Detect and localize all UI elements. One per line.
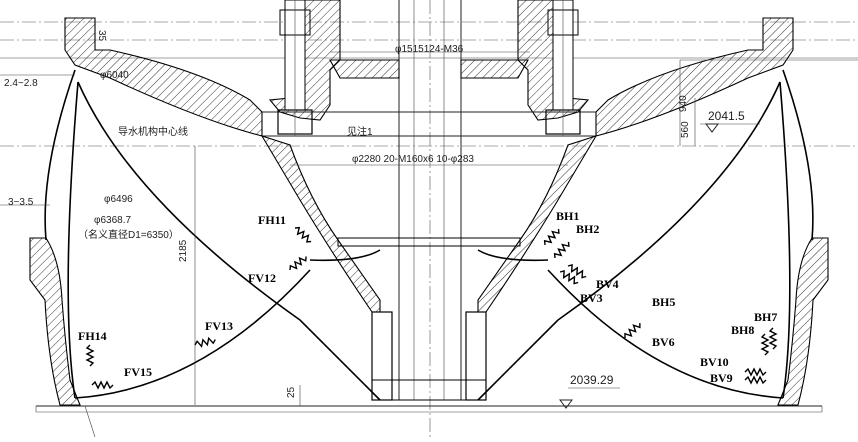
guide-center-line-label: 导水机构中心线 xyxy=(118,125,188,138)
sensor-fv12: FV12 xyxy=(248,271,276,285)
left-outer-band xyxy=(29,17,263,406)
elevation-top: 2041.5 xyxy=(708,109,745,123)
sensor-bh2: BH2 xyxy=(576,222,599,236)
nominal-diameter: （名义直径D1=6350） xyxy=(78,228,179,241)
sensor-fh14: FH14 xyxy=(78,329,107,343)
sensor-bv6: BV6 xyxy=(652,335,675,349)
sensor-marks xyxy=(85,226,778,390)
dim-2-4-2-8: 2.4~2.8 xyxy=(4,78,38,89)
dim-6040: φ6040 xyxy=(100,70,129,81)
note-1: 见注1 xyxy=(347,125,373,138)
runner-blades xyxy=(67,81,791,401)
dim-2185: 2185 xyxy=(178,239,189,262)
sensor-fh11: FH11 xyxy=(258,213,286,227)
dim-35: 35 xyxy=(96,30,107,42)
dim-2280: φ2280 20-M160x6 10-φ283 xyxy=(352,154,474,165)
dim-940: 940 xyxy=(678,95,689,112)
dimension-texts: φ6040 2.4~2.8 35 φ1515124-M36 见注1 导水机构中心… xyxy=(4,30,745,398)
sensor-fv13: FV13 xyxy=(205,319,233,333)
dim-bolt-circle: φ1515124-M36 xyxy=(395,44,464,55)
dim-6496: φ6496 xyxy=(104,194,133,205)
dim-560: 560 xyxy=(680,121,691,138)
right-outer-band xyxy=(595,17,829,406)
sensor-bv10: BV10 xyxy=(700,355,729,369)
sensor-bh1: BH1 xyxy=(556,209,579,223)
sensor-bh7: BH7 xyxy=(754,310,777,324)
dimension-lines xyxy=(0,51,858,409)
runner-cone xyxy=(260,135,598,401)
dim-3-3-5: 3~3.5 xyxy=(8,197,34,208)
main-shaft xyxy=(398,0,462,437)
bolt-left xyxy=(277,0,313,136)
elevation-bottom: 2039.29 xyxy=(570,373,614,387)
sensor-bv3: BV3 xyxy=(580,291,603,305)
sensor-bv4: BV4 xyxy=(596,277,619,291)
dim-6368: φ6368.7 xyxy=(94,215,132,226)
sensor-bh5: BH5 xyxy=(652,295,675,309)
base-line xyxy=(35,405,823,438)
sensor-fv15: FV15 xyxy=(124,365,152,379)
sensor-bh8: BH8 xyxy=(731,323,754,337)
sensor-labels: FH11 FV12 FV13 FH14 FV15 BH1 BH2 BV3 BV4… xyxy=(78,209,777,385)
bolt-right xyxy=(545,0,581,136)
sensor-bv9: BV9 xyxy=(710,371,733,385)
dim-25: 25 xyxy=(286,386,297,398)
